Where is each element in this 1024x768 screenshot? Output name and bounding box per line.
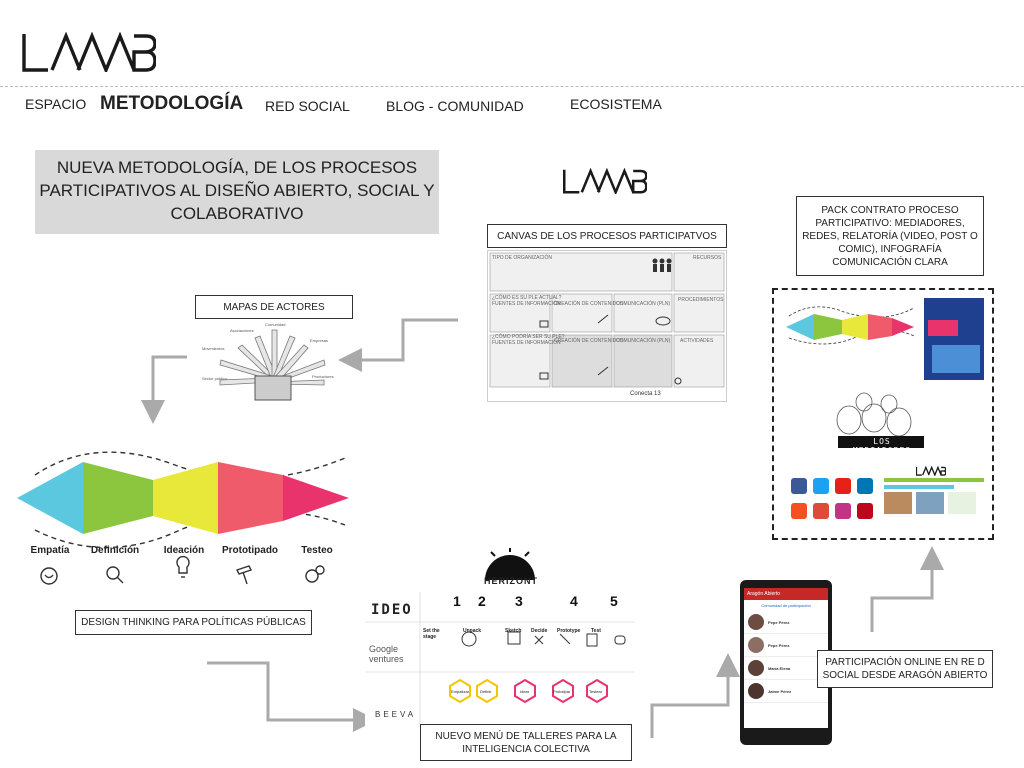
label-pack-contrato: PACK CONTRATO PROCESO PARTICIPATIVO: MED… bbox=[796, 196, 984, 276]
herizont-title: HERIZONT bbox=[484, 576, 538, 586]
design-thinking-diagram bbox=[17, 451, 349, 585]
canvas-cell-8: FUENTES DE INFORMACIÓN bbox=[492, 340, 561, 346]
person-name: María Elena bbox=[768, 665, 791, 671]
phone-screen: Aragón Abierto Comunidad de participació… bbox=[744, 588, 828, 728]
beeva-col-3: Prototipar bbox=[553, 689, 571, 694]
talleres-row-beeva: BEEVA bbox=[375, 710, 417, 719]
list-item[interactable]: Pepe Pérez bbox=[744, 634, 828, 657]
social-icon[interactable] bbox=[813, 503, 829, 519]
canvas-cell-11: ACTIVIDADES bbox=[680, 338, 714, 344]
talleres-col-1: Unpack bbox=[463, 628, 482, 634]
dt-step-testeo: Testeo bbox=[301, 545, 333, 556]
list-item[interactable]: Jaime Pérez bbox=[744, 680, 828, 703]
social-icon[interactable] bbox=[835, 478, 851, 494]
nav-ecosistema[interactable]: ECOSISTEMA bbox=[570, 96, 662, 112]
label-canvas: CANVAS DE LOS PROCESOS PARTICIPATVOS bbox=[487, 224, 727, 248]
social-icon[interactable] bbox=[857, 478, 873, 494]
social-icon[interactable] bbox=[835, 503, 851, 519]
canvas-cell-7: ¿CÓMO PODRÍA SER SU PLE? bbox=[492, 334, 565, 340]
social-icon[interactable] bbox=[791, 503, 807, 519]
social-icons-grid bbox=[788, 476, 878, 526]
person-name: Pepe Pérez bbox=[768, 642, 790, 648]
pack-web-preview bbox=[884, 478, 984, 522]
dt-step-empatia: Empatía bbox=[30, 545, 70, 556]
label-participacion-online: PARTICIPACIÓN ONLINE EN RE D SOCIAL DESD… bbox=[817, 650, 993, 688]
laab-logo-pack bbox=[916, 466, 946, 476]
talleres-row-ideo: IDEO bbox=[371, 602, 413, 618]
canvas-cell-5: COMUNICACIÓN (PLN) bbox=[616, 301, 671, 307]
canvas-cell-3: FUENTES DE INFORMACIÓN bbox=[492, 301, 561, 307]
avatar bbox=[748, 660, 764, 676]
nav-espacio[interactable]: ESPACIO bbox=[25, 96, 87, 112]
label-mapas-actores: MAPAS DE ACTORES bbox=[195, 295, 353, 319]
canvas-cell-0: TIPO DE ORGANIZACIÓN bbox=[492, 255, 553, 261]
talleres-grid: 1 2 3 4 5 IDEO Google ventures BEEVA Set th… bbox=[365, 592, 635, 732]
list-item[interactable]: María Elena bbox=[744, 657, 828, 680]
avatar bbox=[748, 614, 764, 630]
canvas-cell-9: CREACIÓN DE CONTENIDOS bbox=[554, 338, 624, 344]
social-icon[interactable] bbox=[813, 478, 829, 494]
dt-step-definicion: Definición bbox=[90, 545, 140, 556]
canvas-cell-1: RECURSOS bbox=[693, 255, 722, 261]
canvas-cell-2: ¿CÓMO ES SU PLE ACTUAL? bbox=[492, 295, 562, 301]
header-divider bbox=[0, 86, 1024, 87]
canvas-cell-4: CREACIÓN DE CONTENIDOS bbox=[554, 301, 624, 307]
label-talleres: NUEVO MENÚ DE TALLERES PARA LA INTELIGEN… bbox=[420, 724, 632, 761]
beeva-col-0: Empatizar bbox=[451, 689, 470, 694]
avatar bbox=[748, 637, 764, 653]
canvas-board: TIPO DE ORGANIZACIÓN RECURSOS ¿CÓMO ES S… bbox=[487, 250, 727, 402]
person-name: Pepe Pérez bbox=[768, 619, 790, 625]
svg-text:Productores: Productores bbox=[312, 374, 334, 379]
canvas-cell-6: PROCEDIMIENTOS bbox=[678, 297, 724, 303]
phone-mockup: Aragón Abierto Comunidad de participació… bbox=[740, 580, 832, 745]
svg-text:Empresas: Empresas bbox=[310, 338, 328, 343]
beeva-col-2: Idear bbox=[520, 689, 530, 694]
talleres-col-0: Set the stage bbox=[423, 628, 440, 640]
talleres-col-5: Test bbox=[591, 628, 601, 634]
canvas-cell-10: COMUNICACIÓN (PLN) bbox=[616, 338, 671, 344]
herizont-logo bbox=[485, 548, 535, 580]
talleres-col-3: Decide bbox=[531, 628, 548, 634]
nav-blog-comunidad[interactable]: BLOG - COMUNIDAD bbox=[386, 98, 524, 114]
svg-text:3: 3 bbox=[515, 593, 523, 609]
svg-text:Movimientos: Movimientos bbox=[202, 346, 224, 351]
svg-text:Sector público: Sector público bbox=[202, 376, 228, 381]
talleres-row-google: Google ventures bbox=[369, 644, 404, 664]
list-item[interactable]: Pepe Pérez bbox=[744, 611, 828, 634]
svg-text:4: 4 bbox=[570, 593, 578, 609]
beeva-col-1: Definir bbox=[480, 689, 492, 694]
talleres-col-2: Sketch bbox=[505, 628, 522, 634]
social-icon[interactable] bbox=[791, 478, 807, 494]
label-design-thinking: DESIGN THINKING PARA POLÍTICAS PÚBLICAS bbox=[75, 610, 312, 635]
social-icon[interactable] bbox=[857, 503, 873, 519]
beeva-col-4: Testear bbox=[589, 689, 603, 694]
person-name: Jaime Pérez bbox=[768, 688, 792, 694]
svg-text:1: 1 bbox=[453, 593, 461, 609]
laab-logo-small bbox=[563, 168, 647, 194]
avatar bbox=[748, 683, 764, 699]
dt-step-ideacion: Ideación bbox=[163, 545, 205, 556]
app-header: Aragón Abierto bbox=[744, 588, 828, 600]
page-title: NUEVA METODOLOGÍA, DE LOS PROCESOS PARTI… bbox=[35, 150, 439, 234]
dt-step-prototipado: Prototipado bbox=[221, 545, 279, 556]
pack-contrato-panel: LOS MEDIADORES bbox=[772, 288, 994, 540]
nav-metodologia[interactable]: METODOLOGÍA bbox=[100, 93, 244, 114]
talleres-col-4: Prototype bbox=[557, 628, 581, 634]
svg-text:2: 2 bbox=[478, 593, 486, 609]
canvas-footer: Conecta 13 bbox=[630, 391, 661, 397]
svg-text:Asociaciones: Asociaciones bbox=[230, 328, 254, 333]
actor-map-diagram: Movimientos Asociaciones Comunidad Empre… bbox=[202, 322, 334, 401]
nav-red-social[interactable]: RED SOCIAL bbox=[265, 98, 350, 114]
app-section: Comunidad de participación bbox=[761, 603, 811, 608]
svg-text:Comunidad: Comunidad bbox=[265, 322, 285, 327]
svg-text:5: 5 bbox=[610, 593, 618, 609]
laab-logo bbox=[22, 32, 156, 72]
mediadores-title: LOS MEDIADORES bbox=[852, 437, 912, 455]
